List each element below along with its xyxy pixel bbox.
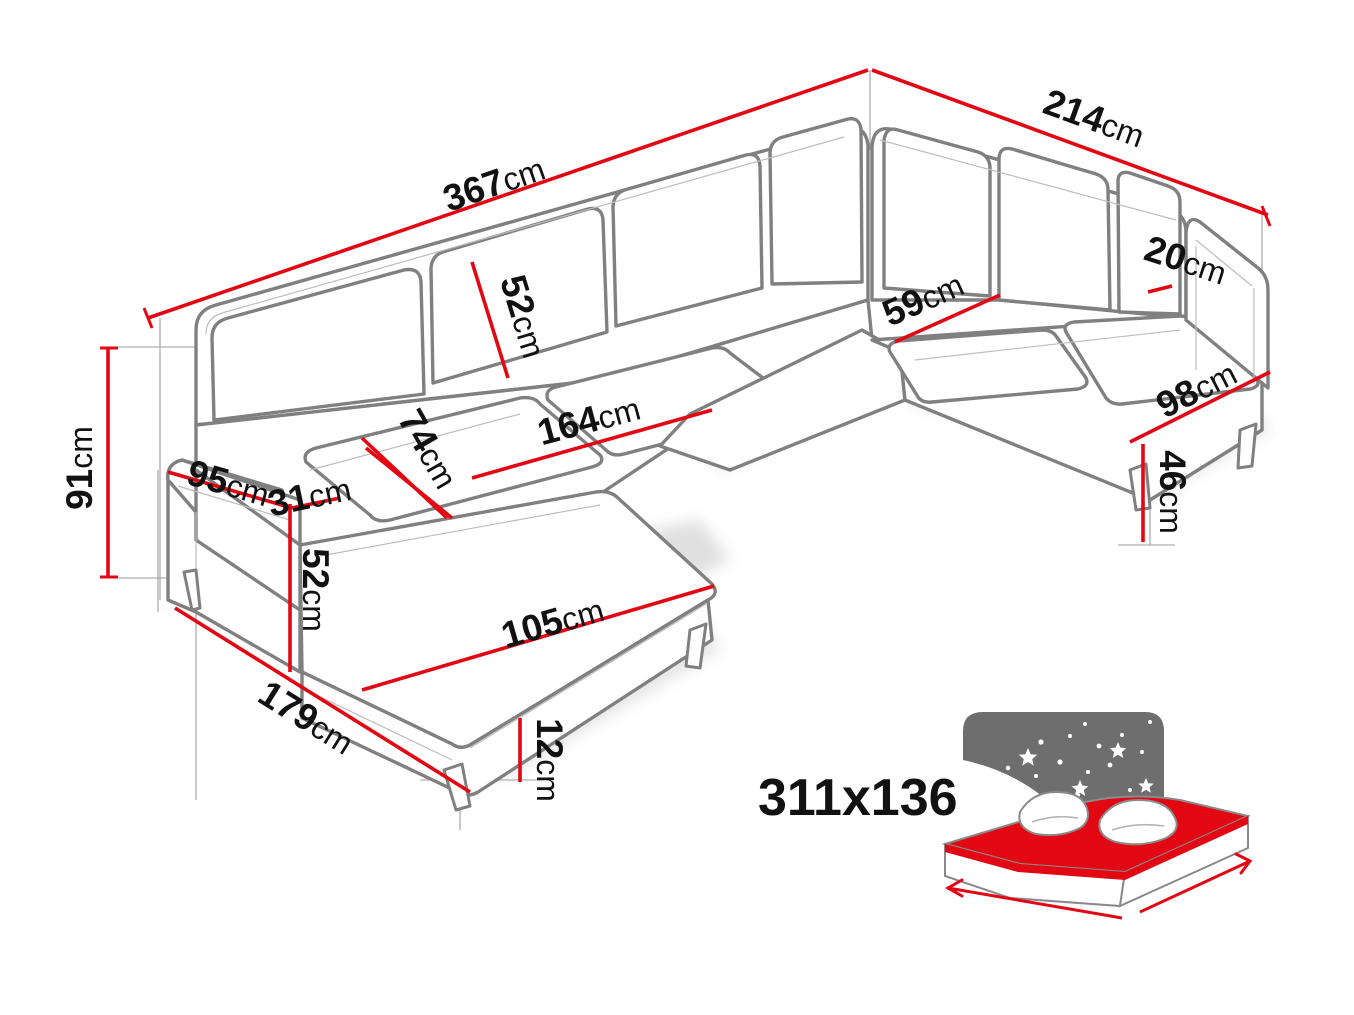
dimline-74-correct	[364, 446, 454, 520]
right-armrest	[1184, 217, 1270, 390]
dimline-214-tick-b	[1260, 205, 1272, 227]
pillow-right	[1098, 798, 1178, 846]
arrow-length-line	[1139, 860, 1249, 914]
mattress-red-edge-front	[945, 844, 1125, 880]
inner-detail-lines	[177, 136, 1255, 761]
arrow-width-line	[947, 886, 1123, 920]
back-cushion-1	[210, 267, 426, 422]
dimline-214	[871, 68, 1269, 217]
dimline-98	[1129, 370, 1271, 444]
leg-chaise-front	[442, 762, 472, 812]
dimline-367-tick-a	[142, 307, 154, 329]
arrow-length-head	[1234, 852, 1253, 875]
leg-right-rear	[1236, 422, 1258, 470]
leg-chaise-side	[684, 622, 708, 670]
dimline-52-backrest	[470, 261, 510, 379]
sleeping-area-icon-group: 311x136	[758, 712, 1253, 920]
dimline-59	[894, 293, 1001, 344]
sofa-outline-group	[166, 117, 1270, 797]
label-46: 46cm	[1152, 450, 1193, 534]
arrow-width-head	[944, 878, 964, 898]
pillow-right-crease	[1111, 823, 1165, 831]
label-12: 12cm	[529, 718, 570, 802]
dimline-105	[361, 584, 715, 692]
sofa-legs	[182, 422, 1258, 812]
back-cushion-6	[997, 146, 1112, 312]
back-cushion-4	[768, 117, 864, 286]
label-31: 31cm	[264, 467, 355, 525]
dimline-20	[1147, 284, 1173, 294]
pillow-left	[1018, 790, 1089, 837]
label-91: 91cm	[59, 426, 100, 510]
dimline-164	[471, 408, 713, 480]
pillow-left-crease	[1031, 815, 1079, 823]
dimline-179	[174, 606, 471, 794]
back-cushion-7	[1116, 170, 1182, 316]
dimline-31	[291, 496, 341, 510]
label-52-armrest: 52cm	[295, 548, 336, 632]
dimline-95	[167, 470, 293, 510]
seat-cushion-left-1	[303, 395, 604, 523]
back-cushion-3	[611, 152, 764, 328]
mattress-red-edge-right	[1125, 816, 1248, 880]
mattress-icon	[941, 790, 1252, 908]
dimline-367	[147, 68, 869, 320]
label-367: 367cm	[438, 147, 550, 220]
sleeping-area-label: 311x136	[758, 769, 958, 827]
leg-right-front	[1128, 462, 1152, 512]
dimension-lines	[100, 68, 1272, 794]
back-cushion-5	[882, 127, 992, 298]
leg-left-front	[182, 568, 202, 612]
seat-cushion-right-1	[887, 328, 1089, 404]
label-214: 214cm	[1038, 81, 1150, 155]
mattress-dimension-arrows	[944, 852, 1253, 920]
